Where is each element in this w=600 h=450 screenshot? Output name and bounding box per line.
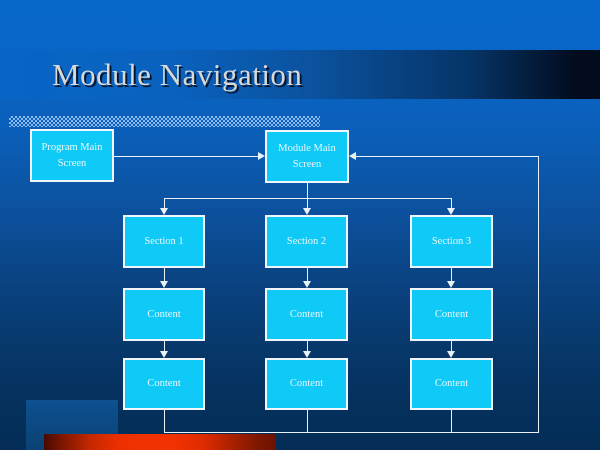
node-section-1: Section 1 bbox=[123, 215, 205, 268]
arrow-head-down-icon bbox=[447, 281, 455, 288]
arrow-head-down-icon bbox=[160, 351, 168, 358]
node-label: Content bbox=[147, 378, 181, 390]
connector-line bbox=[164, 268, 165, 282]
connector-line bbox=[164, 341, 165, 352]
connector-line bbox=[164, 432, 539, 433]
accent-bar bbox=[44, 434, 276, 450]
arrow-head-right-icon bbox=[258, 152, 265, 160]
node-content-3a: Content bbox=[410, 288, 493, 341]
title-band: Module Navigation bbox=[0, 50, 600, 99]
node-content-2b: Content bbox=[265, 358, 348, 410]
arrow-head-left-icon bbox=[349, 152, 356, 160]
arrow-head-down-icon bbox=[303, 351, 311, 358]
node-label: Content bbox=[434, 378, 469, 390]
node-label: Section 2 bbox=[286, 235, 327, 247]
node-label: Section 1 bbox=[144, 235, 184, 247]
arrow-head-down-icon bbox=[447, 208, 455, 215]
node-label: Content bbox=[434, 308, 469, 320]
connector-line bbox=[307, 268, 308, 282]
node-label: Module Main Screen bbox=[278, 143, 336, 170]
node-content-1b: Content bbox=[123, 358, 205, 410]
connector-line bbox=[164, 198, 165, 209]
arrow-head-down-icon bbox=[160, 208, 168, 215]
node-section-3: Section 3 bbox=[410, 215, 493, 268]
node-label: Content bbox=[289, 308, 324, 320]
node-content-1a: Content bbox=[123, 288, 205, 341]
node-content-3b: Content bbox=[410, 358, 493, 410]
connector-line bbox=[451, 341, 452, 352]
node-label: Content bbox=[289, 378, 324, 390]
connector-line bbox=[307, 341, 308, 352]
slide-title: Module Navigation bbox=[52, 57, 303, 92]
arrow-head-down-icon bbox=[303, 208, 311, 215]
node-label: Program Main Screen bbox=[41, 142, 103, 169]
connector-line bbox=[451, 268, 452, 282]
connector-line bbox=[451, 198, 452, 209]
node-module-main: Module Main Screen bbox=[265, 130, 349, 183]
node-section-2: Section 2 bbox=[265, 215, 348, 268]
node-program-main: Program Main Screen bbox=[30, 129, 114, 182]
title-underline-hatch bbox=[9, 116, 320, 127]
connector-line bbox=[538, 156, 539, 433]
connector-line bbox=[164, 198, 452, 199]
connector-line bbox=[451, 410, 452, 433]
connector-line bbox=[356, 156, 538, 157]
connector-line bbox=[114, 156, 259, 157]
arrow-head-down-icon bbox=[160, 281, 168, 288]
arrow-head-down-icon bbox=[303, 281, 311, 288]
node-label: Content bbox=[147, 308, 181, 320]
connector-line bbox=[164, 410, 165, 433]
node-label: Section 3 bbox=[431, 235, 472, 247]
connector-line bbox=[307, 198, 308, 209]
connector-line bbox=[307, 410, 308, 433]
arrow-head-down-icon bbox=[447, 351, 455, 358]
connector-line bbox=[307, 183, 308, 199]
node-content-2a: Content bbox=[265, 288, 348, 341]
